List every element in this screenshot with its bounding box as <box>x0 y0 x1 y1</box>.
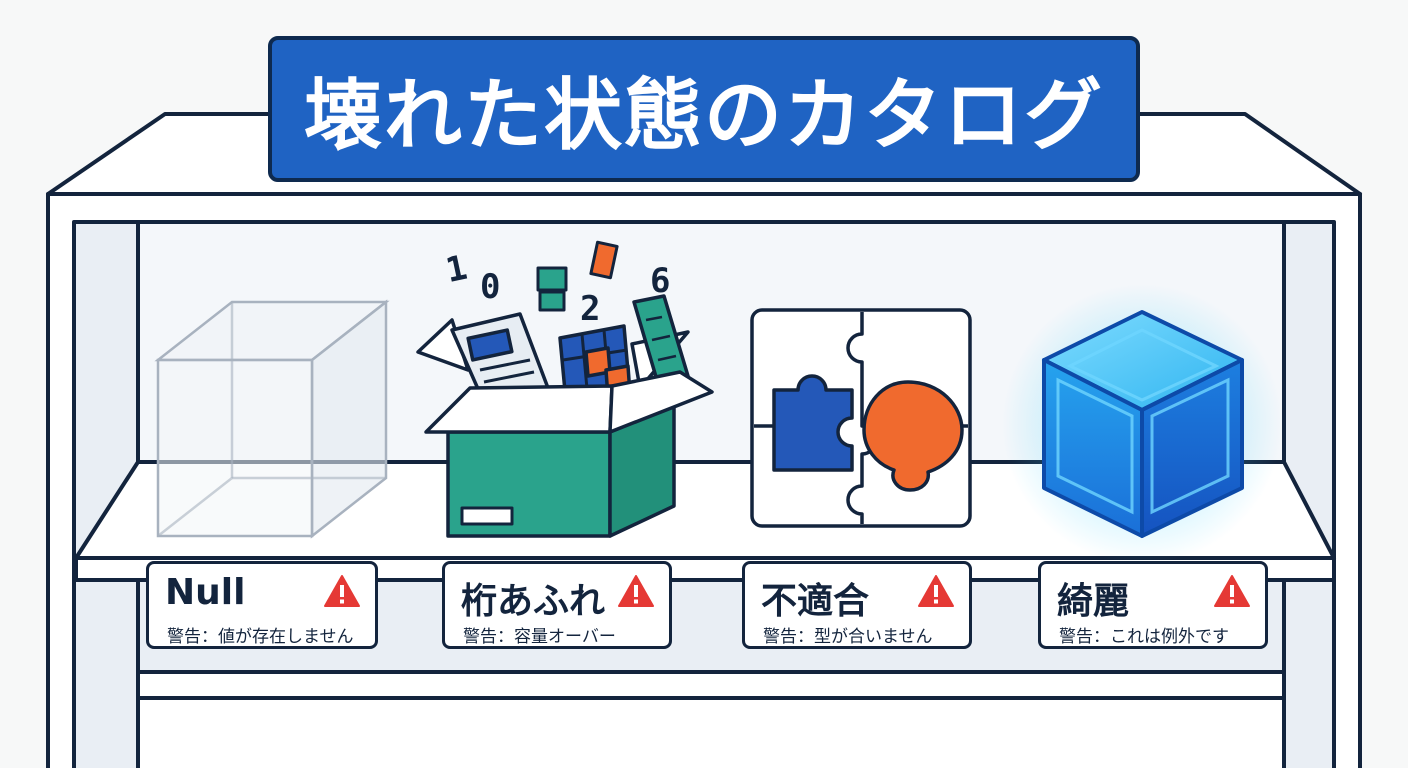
page-title: 壊れた状態のカタログ <box>303 71 1104 161</box>
warning-icon <box>324 575 360 607</box>
warning-icon <box>618 575 654 607</box>
label-name: 綺麗 <box>1057 581 1130 622</box>
label-note: 警告：これは例外です <box>1059 627 1229 647</box>
mismatched-puzzle-icon <box>750 308 972 528</box>
label-card-mismatch: 不適合 警告：型が合いません <box>742 561 972 649</box>
label-name: 不適合 <box>761 581 870 622</box>
label-card-null: Null 警告：値が存在しません <box>146 561 378 649</box>
floating-digit: 6 <box>650 261 670 301</box>
label-note: 警告：容量オーバー <box>463 627 616 647</box>
overflowing-box-icon <box>416 240 714 538</box>
label-name: Null <box>165 572 246 613</box>
label-card-clean: 綺麗 警告：これは例外です <box>1038 561 1268 649</box>
warning-icon <box>1214 575 1250 607</box>
label-name: 桁あふれ <box>461 581 606 622</box>
floating-digit: 2 <box>580 289 600 329</box>
warning-icon <box>918 575 954 607</box>
label-note: 警告：型が合いません <box>763 627 933 647</box>
glowing-blue-cube-icon <box>1002 284 1282 564</box>
label-note: 警告：値が存在しません <box>167 627 354 647</box>
floating-digit: 0 <box>480 267 500 307</box>
title-banner: 壊れた状態のカタログ <box>268 36 1140 182</box>
label-card-overflow: 桁あふれ 警告：容量オーバー <box>442 561 672 649</box>
transparent-cube-icon <box>154 299 390 539</box>
